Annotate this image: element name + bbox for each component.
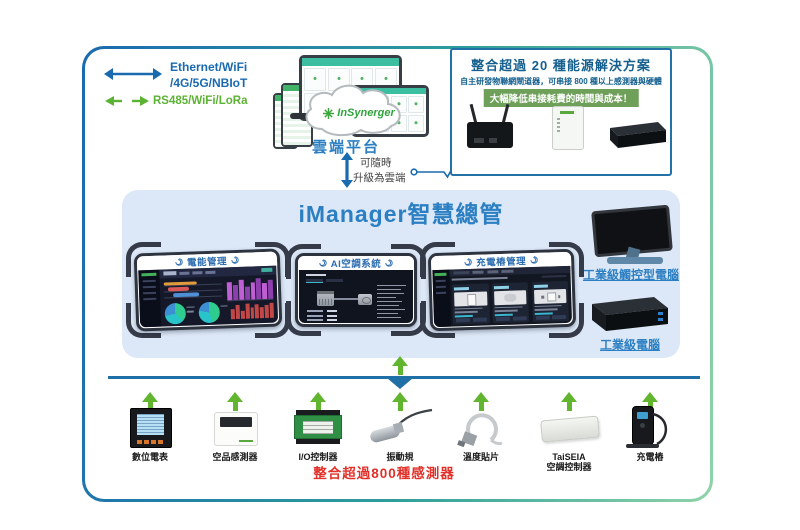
sensor-temperature-patch: 溫度貼片 xyxy=(439,404,523,462)
upgrade-note-line2: 升級為雲端 xyxy=(353,172,406,184)
sensor-label: 溫度貼片 xyxy=(462,452,499,462)
logo-text: InSynerger xyxy=(337,107,395,119)
gateway-box-subtitle: 自主研發物聯網閘道器，可串接 800 種以上感測器與硬體 xyxy=(460,77,662,86)
panel-energy: 電能管理 xyxy=(126,242,290,338)
upgrade-note-line1: 可隨時 xyxy=(360,157,392,169)
io-controller-image xyxy=(276,404,360,450)
air-quality-sensor-image xyxy=(193,404,277,450)
sensor-taiseia-controller: TaiSEIA 空調控制器 xyxy=(527,404,611,472)
temperature-patch-image xyxy=(439,404,523,450)
wan-double-arrow-icon xyxy=(104,68,162,80)
panel-hvac: AI空調系統 xyxy=(286,244,426,336)
sensor-label: TaiSEIA xyxy=(552,452,586,462)
panel-header: AI空調系統 xyxy=(298,256,414,270)
sensor-ev-charger: 充電樁 xyxy=(608,404,692,462)
touch-panel-pc-image xyxy=(583,204,679,266)
corner-bracket-icon xyxy=(549,303,584,338)
panel-label: AI空調系統 xyxy=(330,259,382,270)
sensor-up-arrow-icon xyxy=(392,392,408,412)
corner-bracket-icon xyxy=(286,301,321,336)
vibration-gauge-image xyxy=(358,404,442,450)
sensor-up-arrow-icon xyxy=(473,392,489,412)
insynerger-logo: InSynerger xyxy=(316,107,402,119)
panel-charger: 充電樁管理 xyxy=(420,242,584,338)
industrial-pc-image xyxy=(592,297,668,331)
sensor-up-arrow-icon xyxy=(561,392,577,412)
ev-charger-image xyxy=(608,404,692,450)
corner-bracket-icon xyxy=(420,242,455,277)
corner-bracket-icon xyxy=(286,244,321,279)
flow-up-arrow-icon xyxy=(392,356,408,376)
field-split-arrow-icon xyxy=(105,96,149,106)
sensor-up-arrow-icon xyxy=(227,392,243,412)
lite-gateway-image xyxy=(534,98,600,154)
panel-header: 充電樁管理 xyxy=(430,251,572,271)
cloud-icon xyxy=(305,84,401,137)
gateway-box-title: 整合超過 20 種能源解決方案 xyxy=(471,58,651,73)
sensor-io-controller: I/O控制器 xyxy=(276,404,360,462)
swirl-icon xyxy=(385,259,393,267)
corner-bracket-icon xyxy=(126,242,161,277)
advanced-gateway-image xyxy=(454,98,526,154)
touch-panel-pc-label: 工業級觸控型電腦 xyxy=(582,268,679,282)
swirl-icon xyxy=(464,258,472,266)
cloud-platform-label: 雲端平台 xyxy=(311,139,380,156)
upgrade-double-arrow-icon xyxy=(341,152,353,188)
sensor-up-arrow-icon xyxy=(310,392,326,412)
gateway-box-highlight: 大幅降低串接耗費的時間與成本！ xyxy=(483,89,639,107)
sensor-label: 充電樁 xyxy=(636,452,664,462)
swirl-icon xyxy=(175,258,183,266)
energy-dashboard-screenshot xyxy=(138,265,279,328)
industrial-pc-label: 工業級電腦 xyxy=(599,338,660,352)
corner-bracket-icon xyxy=(420,303,455,338)
sensors-footnote: 整合超過800種感測器 xyxy=(313,466,455,481)
taiseia-controller-image xyxy=(527,404,611,450)
panel-label: 電能管理 xyxy=(186,256,228,269)
corner-bracket-icon xyxy=(126,303,161,338)
wan-protocols-line1: Ethernet/WiFi xyxy=(170,60,248,74)
flow-down-arrow-icon xyxy=(387,378,413,389)
gateway-solutions-box: 整合超過 20 種能源解決方案 自主研發物聯網閘道器，可串接 800 種以上感測… xyxy=(450,48,672,214)
sensor-bus-line xyxy=(108,376,700,379)
logo-burst-icon xyxy=(323,107,335,119)
wan-protocols-line2: /4G/5G/NBIoT xyxy=(170,76,248,90)
swirl-icon xyxy=(319,259,327,267)
sensor-label: I/O控制器 xyxy=(298,452,338,462)
digital-meter-image xyxy=(108,404,192,450)
sensor-vibration-gauge: 振動規 xyxy=(358,404,442,462)
hvac-dashboard-screenshot xyxy=(299,270,413,323)
sensor-label: 振動規 xyxy=(386,452,414,462)
sensor-up-arrow-icon xyxy=(142,392,158,412)
sensor-label: 數位電表 xyxy=(131,452,168,462)
industrial-pc-small-image xyxy=(610,122,666,148)
swirl-icon xyxy=(530,256,538,264)
panel-header: 電能管理 xyxy=(136,251,278,271)
corner-bracket-icon xyxy=(549,242,584,277)
sensor-label-line2: 空調控制器 xyxy=(546,462,592,472)
swirl-icon xyxy=(231,256,239,264)
sensor-air-quality: 空品感測器 xyxy=(193,404,277,462)
sensor-label: 空品感測器 xyxy=(212,452,258,462)
field-protocols-label: RS485/WiFi/LoRa xyxy=(153,95,248,107)
imanager-title: iManager智慧總管 xyxy=(298,201,504,227)
sensor-digital-meter: 數位電表 xyxy=(108,404,192,462)
charger-dashboard-screenshot xyxy=(432,265,573,328)
